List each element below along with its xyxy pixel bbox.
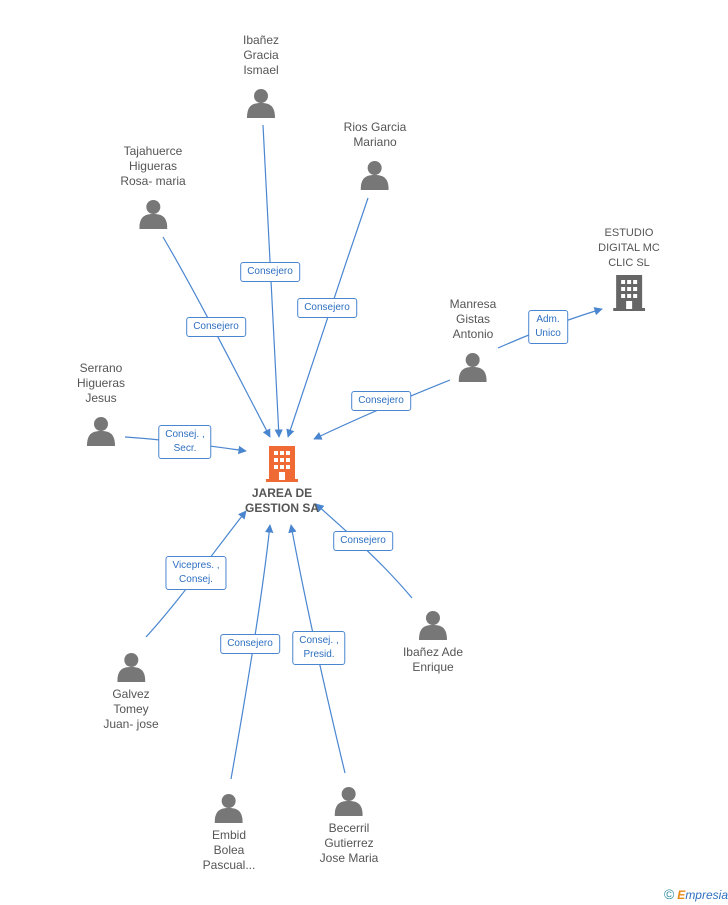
person-node-manresa[interactable]: Manresa Gistas Antonio <box>449 297 497 382</box>
person-icon <box>247 89 275 118</box>
role-label-serrano[interactable]: Consej. , Secr. <box>158 425 212 459</box>
building-icon <box>612 275 645 311</box>
company-node-estudio[interactable]: ESTUDIO DIGITAL MC CLIC SL <box>598 226 660 311</box>
person-icon <box>138 200 167 229</box>
role-label-rios[interactable]: Consejero <box>297 298 357 318</box>
copyright-symbol: © <box>663 886 675 902</box>
role-label-ibanez-ade[interactable]: Consejero <box>333 531 393 551</box>
edge-ibanez-ade <box>315 503 413 599</box>
role-label-becerril[interactable]: Consej. , Presid. <box>292 631 346 665</box>
role-label-galvez[interactable]: Vicepres. , Consej. <box>165 556 227 590</box>
brand-initial: E <box>677 888 686 902</box>
person-icon <box>459 353 487 382</box>
center-company-label: JAREA DE GESTION SA <box>244 486 320 515</box>
person-icon <box>214 794 243 823</box>
brand-name: mpresia <box>685 888 728 902</box>
person-icon <box>117 653 145 682</box>
role-label-manresa[interactable]: Consejero <box>351 391 411 411</box>
person-icon <box>335 787 363 816</box>
person-node-embid[interactable]: Embid Bolea Pascual... <box>202 793 256 873</box>
person-node-rios[interactable]: Rios Garcia Mariano <box>343 120 407 190</box>
edge-ibanez-gracia <box>262 124 283 438</box>
person-label: Becerril Gutierrez Jose Maria <box>319 821 379 865</box>
person-node-serrano[interactable]: Serrano Higueras Jesus <box>77 361 125 446</box>
role-label-tajahuerce[interactable]: Consejero <box>186 317 246 337</box>
person-label: Manresa Gistas Antonio <box>449 297 497 341</box>
role-label-ibanez-gracia[interactable]: Consejero <box>240 262 300 282</box>
center-company-node[interactable]: JAREA DE GESTION SA <box>245 446 319 516</box>
person-label: Galvez Tomey Juan- jose <box>103 687 159 731</box>
person-label: Ibañez Ade Enrique <box>402 645 464 674</box>
person-label: Embid Bolea Pascual... <box>202 828 256 872</box>
edge-rios <box>286 197 369 438</box>
person-label: Tajahuerce Higueras Rosa- maria <box>120 144 186 188</box>
person-node-ibanez-gracia[interactable]: Ibañez Gracia Ismael <box>243 33 279 118</box>
building-icon <box>265 446 298 482</box>
role-label-manresa-estudio[interactable]: Adm. Unico <box>528 310 568 344</box>
person-icon <box>361 161 389 190</box>
person-node-ibanez-ade[interactable]: Ibañez Ade Enrique <box>403 610 463 675</box>
edge-tajahuerce <box>162 236 271 438</box>
person-icon <box>87 417 115 446</box>
person-label: Serrano Higueras Jesus <box>76 361 126 405</box>
person-node-becerril[interactable]: Becerril Gutierrez Jose Maria <box>319 786 379 866</box>
person-label: Ibañez Gracia Ismael <box>242 33 280 77</box>
person-node-tajahuerce[interactable]: Tajahuerce Higueras Rosa- maria <box>120 144 186 229</box>
brand-logo: ©Empresia <box>664 886 728 902</box>
company-label: ESTUDIO DIGITAL MC CLIC SL <box>598 227 660 269</box>
role-label-embid[interactable]: Consejero <box>220 634 280 654</box>
person-node-galvez[interactable]: Galvez Tomey Juan- jose <box>103 652 159 732</box>
person-label: Rios Garcia Mariano <box>343 120 407 149</box>
person-icon <box>419 611 447 640</box>
